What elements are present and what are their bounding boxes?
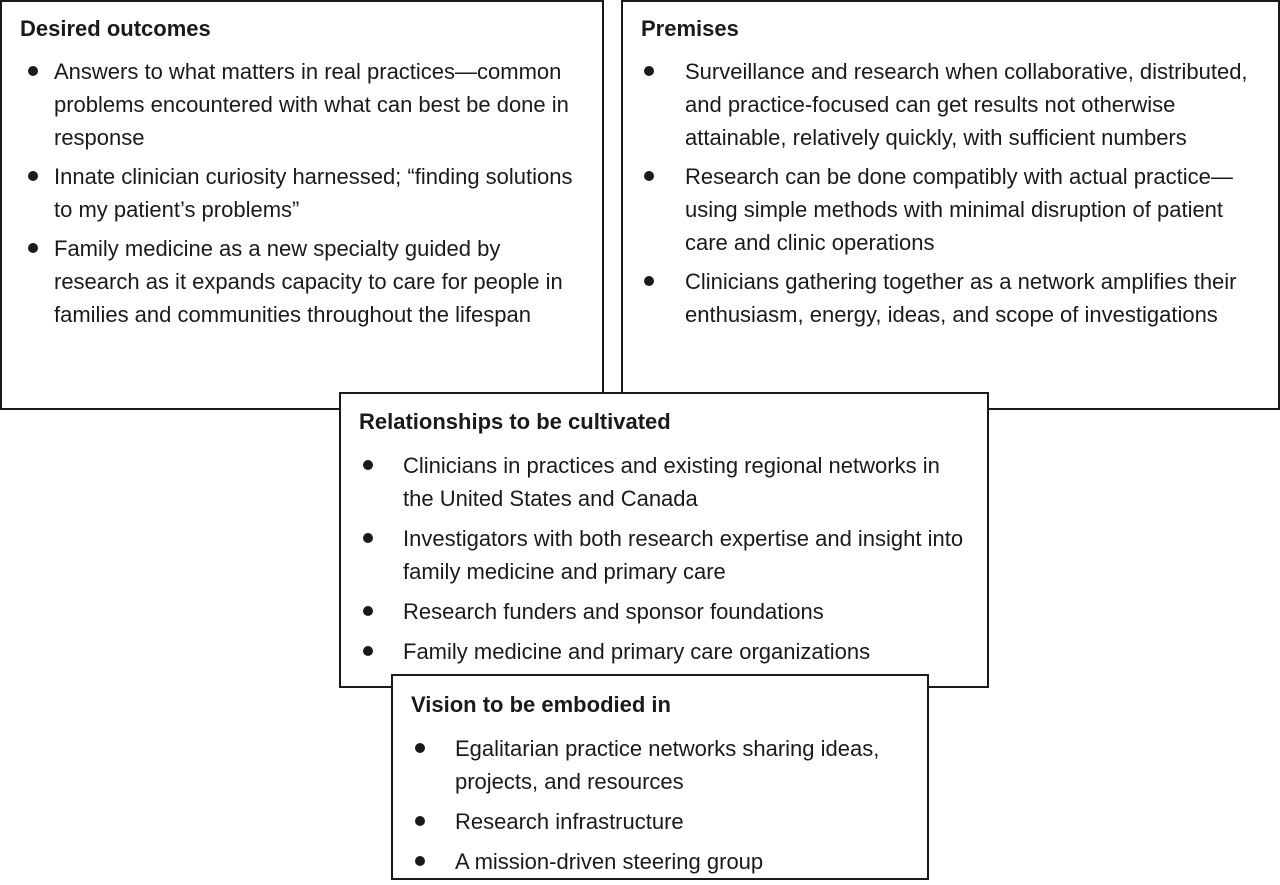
bullet-icon	[644, 276, 654, 286]
list-item-text: Research funders and sponsor foundations	[403, 599, 824, 624]
list-item-text: Answers to what matters in real practice…	[54, 59, 569, 150]
bullet-icon	[415, 743, 425, 753]
relationships-box: Relationships to be cultivated Clinician…	[339, 392, 989, 688]
list-item: Answers to what matters in real practice…	[2, 55, 592, 154]
list-item: Research can be done compatibly with act…	[623, 160, 1268, 259]
vision-box: Vision to be embodied in Egalitarian pra…	[391, 674, 929, 880]
list-item-text: Family medicine as a new specialty guide…	[54, 236, 563, 327]
premises-title: Premises	[641, 16, 739, 41]
bullet-icon	[28, 243, 38, 253]
vision-title: Vision to be embodied in	[411, 692, 671, 717]
desired-outcomes-title: Desired outcomes	[20, 16, 211, 41]
bullet-icon	[415, 816, 425, 826]
bullet-icon	[28, 66, 38, 76]
bullet-icon	[415, 856, 425, 866]
list-item-text: Clinicians gathering together as a netwo…	[685, 269, 1237, 327]
bullet-icon	[363, 606, 373, 616]
bullet-icon	[363, 460, 373, 470]
desired-outcomes-list: Answers to what matters in real practice…	[2, 55, 592, 337]
list-item-text: Innate clinician curiosity harnessed; “f…	[54, 164, 573, 222]
list-item: A mission-driven steering group	[393, 845, 923, 878]
bullet-icon	[363, 533, 373, 543]
list-item: Investigators with both research experti…	[341, 522, 981, 588]
list-item-text: Clinicians in practices and existing reg…	[403, 453, 940, 511]
list-item-text: A mission-driven steering group	[455, 849, 764, 874]
list-item: Surveillance and research when collabora…	[623, 55, 1268, 154]
list-item-text: Surveillance and research when collabora…	[685, 59, 1248, 150]
list-item: Clinicians in practices and existing reg…	[341, 449, 981, 515]
list-item: Research infrastructure	[393, 805, 923, 838]
list-item-text: Investigators with both research experti…	[403, 526, 964, 584]
list-item-text: Research can be done compatibly with act…	[685, 164, 1233, 255]
premises-box: Premises Surveillance and research when …	[621, 0, 1280, 410]
list-item-text: Family medicine and primary care organiz…	[403, 639, 871, 664]
list-item-text: Research infrastructure	[455, 809, 684, 834]
list-item: Family medicine and primary care organiz…	[341, 635, 981, 668]
relationships-title: Relationships to be cultivated	[359, 409, 671, 434]
list-item: Research funders and sponsor foundations	[341, 595, 981, 628]
bullet-icon	[363, 646, 373, 656]
list-item: Innate clinician curiosity harnessed; “f…	[2, 160, 592, 226]
list-item: Egalitarian practice networks sharing id…	[393, 732, 923, 798]
premises-list: Surveillance and research when collabora…	[623, 55, 1268, 337]
vision-list: Egalitarian practice networks sharing id…	[393, 732, 923, 885]
list-item: Family medicine as a new specialty guide…	[2, 232, 592, 331]
bullet-icon	[28, 171, 38, 181]
bullet-icon	[644, 66, 654, 76]
bullet-icon	[644, 171, 654, 181]
list-item-text: Egalitarian practice networks sharing id…	[455, 736, 880, 794]
relationships-list: Clinicians in practices and existing reg…	[341, 449, 981, 675]
list-item: Clinicians gathering together as a netwo…	[623, 265, 1268, 331]
desired-outcomes-box: Desired outcomes Answers to what matters…	[0, 0, 604, 410]
